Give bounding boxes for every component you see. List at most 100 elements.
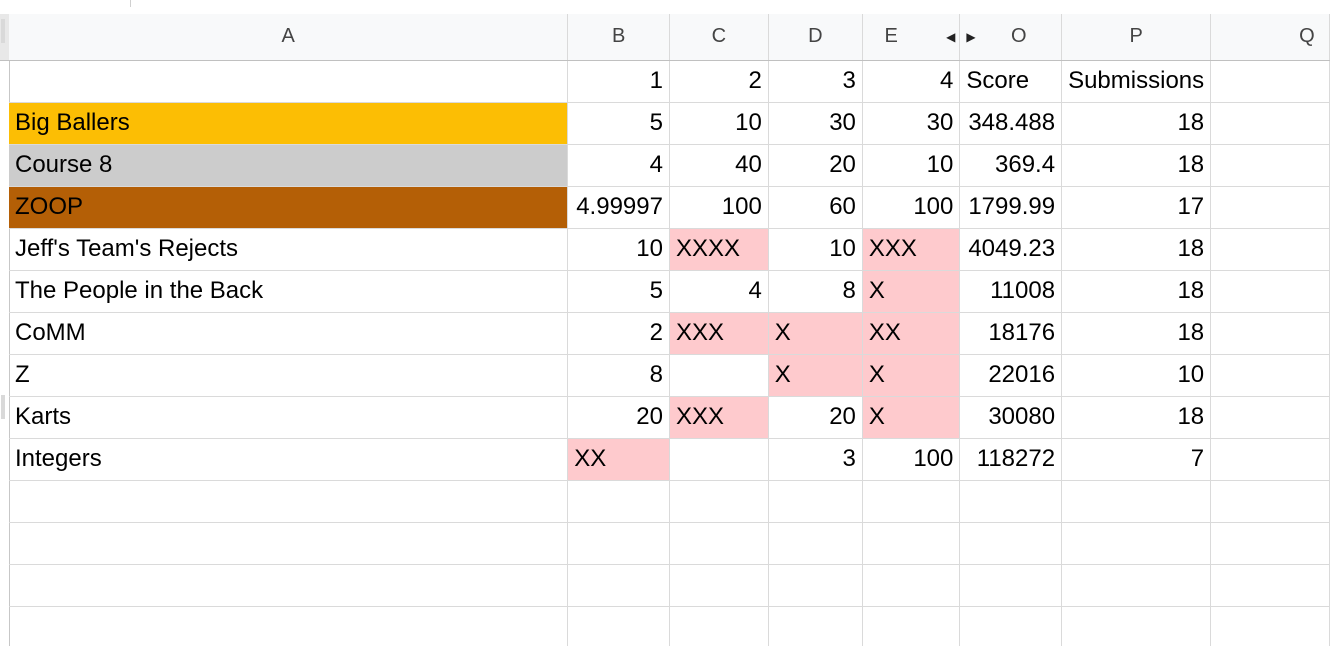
x-mark-cell[interactable]: X: [862, 396, 961, 439]
team-cell[interactable]: Integers: [9, 438, 569, 481]
cell[interactable]: [9, 522, 569, 565]
score-cell[interactable]: 30080: [959, 396, 1063, 439]
x-mark-cell[interactable]: XX: [567, 438, 670, 481]
score-cell[interactable]: 348.488: [959, 102, 1063, 145]
cell[interactable]: [1061, 564, 1212, 607]
cell[interactable]: [1210, 270, 1330, 313]
select-all-handle[interactable]: [1, 19, 5, 43]
cell[interactable]: [1210, 354, 1330, 397]
cell[interactable]: [1061, 480, 1212, 523]
x-mark-cell[interactable]: X: [768, 312, 863, 355]
submissions-cell[interactable]: 17: [1061, 186, 1212, 229]
score-cell[interactable]: 4049.23: [959, 228, 1063, 271]
cell[interactable]: 10: [567, 228, 670, 271]
cell[interactable]: [567, 564, 670, 607]
score-cell[interactable]: 22016: [959, 354, 1063, 397]
submissions-cell[interactable]: 18: [1061, 270, 1212, 313]
cell[interactable]: 100: [862, 438, 961, 481]
cell[interactable]: 60: [768, 186, 863, 229]
column-header-b[interactable]: B: [567, 14, 670, 61]
cell[interactable]: 20: [567, 396, 670, 439]
expand-right-arrow-icon[interactable]: ▶: [966, 29, 976, 44]
cell[interactable]: 8: [768, 270, 863, 313]
column-header-e[interactable]: E ◀: [862, 14, 961, 61]
cell[interactable]: [1210, 480, 1330, 523]
cell[interactable]: 4: [669, 270, 769, 313]
team-cell[interactable]: Z: [9, 354, 569, 397]
score-cell[interactable]: 11008: [959, 270, 1063, 313]
cell[interactable]: [1210, 522, 1330, 565]
x-mark-cell[interactable]: X: [768, 354, 863, 397]
cell[interactable]: 100: [669, 186, 769, 229]
cell[interactable]: [959, 564, 1063, 607]
cell[interactable]: [1210, 228, 1330, 271]
cell[interactable]: [1210, 186, 1330, 229]
cell[interactable]: [1210, 312, 1330, 355]
cell[interactable]: [768, 480, 863, 523]
cell[interactable]: [669, 354, 769, 397]
cell[interactable]: 4: [862, 60, 961, 103]
cell[interactable]: 20: [768, 396, 863, 439]
cell[interactable]: 2: [669, 60, 769, 103]
x-mark-cell[interactable]: XX: [862, 312, 961, 355]
submissions-cell[interactable]: 10: [1061, 354, 1212, 397]
cell[interactable]: [669, 564, 769, 607]
cell[interactable]: [669, 438, 769, 481]
score-cell[interactable]: 1799.99: [959, 186, 1063, 229]
cell[interactable]: [1210, 60, 1330, 103]
submissions-cell[interactable]: 18: [1061, 228, 1212, 271]
team-cell[interactable]: Karts: [9, 396, 569, 439]
cell[interactable]: [1210, 564, 1330, 607]
cell[interactable]: [768, 522, 863, 565]
team-cell[interactable]: ZOOP: [9, 186, 569, 229]
x-mark-cell[interactable]: XXXX: [669, 228, 769, 271]
row-header-handle[interactable]: [1, 395, 5, 419]
x-mark-cell[interactable]: XXX: [669, 312, 769, 355]
cell[interactable]: [862, 606, 961, 646]
cell[interactable]: [768, 564, 863, 607]
column-header-d[interactable]: D: [768, 14, 863, 61]
cell[interactable]: [862, 522, 961, 565]
team-cell[interactable]: Big Ballers: [9, 102, 569, 145]
cell[interactable]: Submissions: [1061, 60, 1212, 103]
cell[interactable]: [862, 564, 961, 607]
x-mark-cell[interactable]: XXX: [669, 396, 769, 439]
x-mark-cell[interactable]: X: [862, 354, 961, 397]
cell[interactable]: 5: [567, 270, 670, 313]
cell[interactable]: [567, 522, 670, 565]
cell[interactable]: 8: [567, 354, 670, 397]
cell[interactable]: [1210, 144, 1330, 187]
cell[interactable]: [669, 606, 769, 646]
cell[interactable]: 40: [669, 144, 769, 187]
cell[interactable]: [1061, 606, 1212, 646]
x-mark-cell[interactable]: X: [862, 270, 961, 313]
score-cell[interactable]: 118272: [959, 438, 1063, 481]
cell[interactable]: [1061, 522, 1212, 565]
cell[interactable]: 30: [768, 102, 863, 145]
cell[interactable]: 10: [669, 102, 769, 145]
cell[interactable]: 1: [567, 60, 670, 103]
cell[interactable]: [9, 606, 569, 646]
cell[interactable]: [1210, 102, 1330, 145]
column-header-c[interactable]: C: [669, 14, 769, 61]
cell[interactable]: [1210, 396, 1330, 439]
cell[interactable]: [959, 606, 1063, 646]
cell[interactable]: [9, 60, 569, 103]
submissions-cell[interactable]: 18: [1061, 396, 1212, 439]
column-header-p[interactable]: P: [1061, 14, 1212, 61]
cell[interactable]: [959, 522, 1063, 565]
cell[interactable]: [959, 480, 1063, 523]
cell[interactable]: 10: [768, 228, 863, 271]
submissions-cell[interactable]: 7: [1061, 438, 1212, 481]
cell[interactable]: [567, 606, 670, 646]
cell[interactable]: 4: [567, 144, 670, 187]
team-cell[interactable]: CoMM: [9, 312, 569, 355]
cell[interactable]: [669, 522, 769, 565]
team-cell[interactable]: Course 8: [9, 144, 569, 187]
score-cell[interactable]: 18176: [959, 312, 1063, 355]
cell[interactable]: 3: [768, 60, 863, 103]
cell[interactable]: [669, 480, 769, 523]
cell[interactable]: 20: [768, 144, 863, 187]
cell[interactable]: 4.99997: [567, 186, 670, 229]
submissions-cell[interactable]: 18: [1061, 102, 1212, 145]
